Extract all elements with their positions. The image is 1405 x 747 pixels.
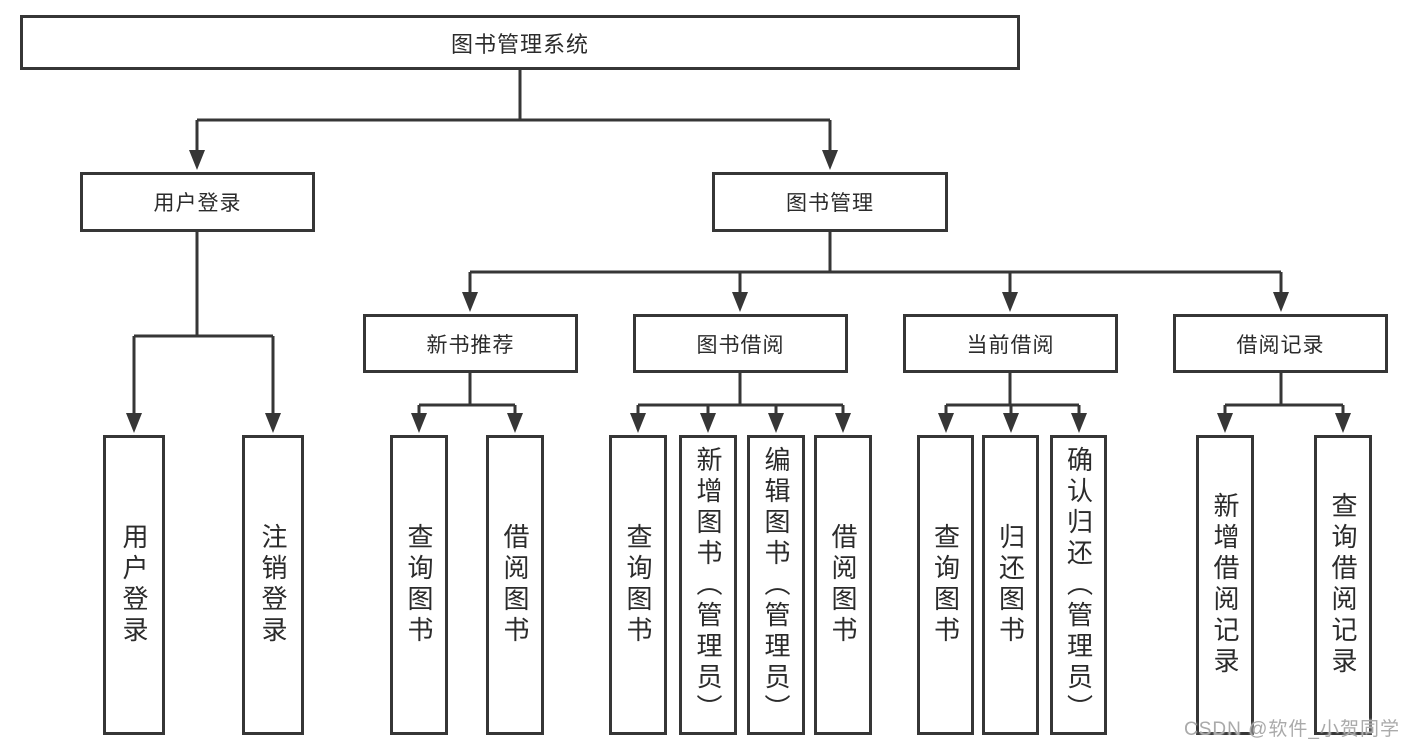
leaf-records-add-record: 新增借阅记录 (1196, 435, 1254, 735)
csdn-watermark: CSDN @软件_小贺同学 (1184, 719, 1400, 740)
node-new-book-recommend-label: 新书推荐 (426, 333, 515, 357)
leaf-records-query-record-label: 查询借阅记录 (1328, 492, 1358, 678)
leaf-current-query-books: 查询图书 (917, 435, 974, 735)
leaf-logout: 注销登录 (242, 435, 304, 735)
leaf-current-confirm-return-admin: 确认归还（管理员） (1050, 435, 1107, 735)
node-library-system-label: 图书管理系统 (450, 31, 589, 57)
leaf-newbooks-borrow-books-label: 借阅图书 (500, 523, 530, 647)
node-borrowing-records: 借阅记录 (1173, 314, 1388, 373)
leaf-borrowing-query-books-label: 查询图书 (623, 523, 653, 647)
leaf-newbooks-borrow-books: 借阅图书 (486, 435, 544, 735)
node-user-login-label: 用户登录 (153, 192, 242, 215)
node-current-borrowing: 当前借阅 (903, 314, 1118, 373)
leaf-borrowing-edit-books-admin-label: 编辑图书（管理员） (761, 445, 791, 725)
leaf-user-login: 用户登录 (103, 435, 165, 735)
leaf-borrowing-add-books-admin: 新增图书（管理员） (679, 435, 737, 735)
leaf-borrowing-add-books-admin-label: 新增图书（管理员） (693, 445, 723, 725)
leaf-borrowing-borrow-books-label: 借阅图书 (828, 523, 858, 647)
leaf-current-confirm-return-admin-label: 确认归还（管理员） (1063, 445, 1094, 725)
node-book-management: 图书管理 (712, 172, 948, 232)
leaf-user-login-label: 用户登录 (119, 523, 149, 647)
node-book-borrowing-label: 图书借阅 (696, 333, 785, 357)
leaf-borrowing-edit-books-admin: 编辑图书（管理员） (747, 435, 805, 735)
leaf-current-return-books: 归还图书 (982, 435, 1039, 735)
node-new-book-recommend: 新书推荐 (363, 314, 578, 373)
node-user-login: 用户登录 (80, 172, 315, 232)
leaf-logout-label: 注销登录 (258, 523, 288, 647)
node-borrowing-records-label: 借阅记录 (1236, 333, 1325, 357)
node-library-system: 图书管理系统 (20, 15, 1020, 70)
node-current-borrowing-label: 当前借阅 (966, 333, 1055, 357)
leaf-newbooks-query-books: 查询图书 (390, 435, 448, 735)
leaf-borrowing-borrow-books: 借阅图书 (814, 435, 872, 735)
node-book-management-label: 图书管理 (786, 192, 874, 215)
node-book-borrowing: 图书借阅 (633, 314, 848, 373)
arrowheads (126, 150, 1351, 433)
leaf-records-query-record: 查询借阅记录 (1314, 435, 1372, 735)
leaf-records-add-record-label: 新增借阅记录 (1210, 492, 1240, 678)
leaf-newbooks-query-books-label: 查询图书 (404, 523, 434, 647)
leaf-borrowing-query-books: 查询图书 (609, 435, 667, 735)
leaf-current-return-books-label: 归还图书 (995, 523, 1026, 647)
leaf-current-query-books-label: 查询图书 (930, 523, 961, 647)
